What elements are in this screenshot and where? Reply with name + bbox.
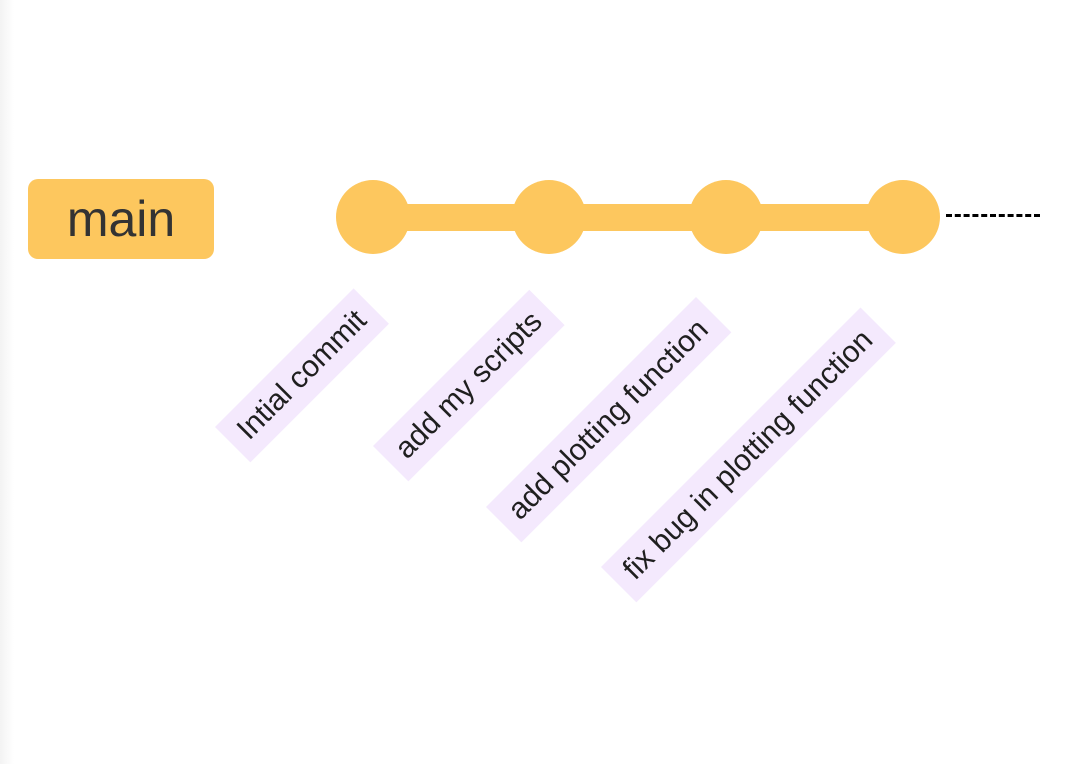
commit-message-1: Intial commit (215, 288, 390, 463)
commit-node-2 (512, 180, 586, 254)
branch-line (372, 204, 904, 231)
page-edge (0, 0, 14, 764)
commit-node-4 (866, 180, 940, 254)
commit-node-3 (689, 180, 763, 254)
commit-message-2: add my scripts (373, 289, 565, 482)
commit-node-1 (336, 180, 410, 254)
branch-label-main: main (28, 179, 214, 259)
branch-continuation-dashes (946, 214, 1040, 217)
